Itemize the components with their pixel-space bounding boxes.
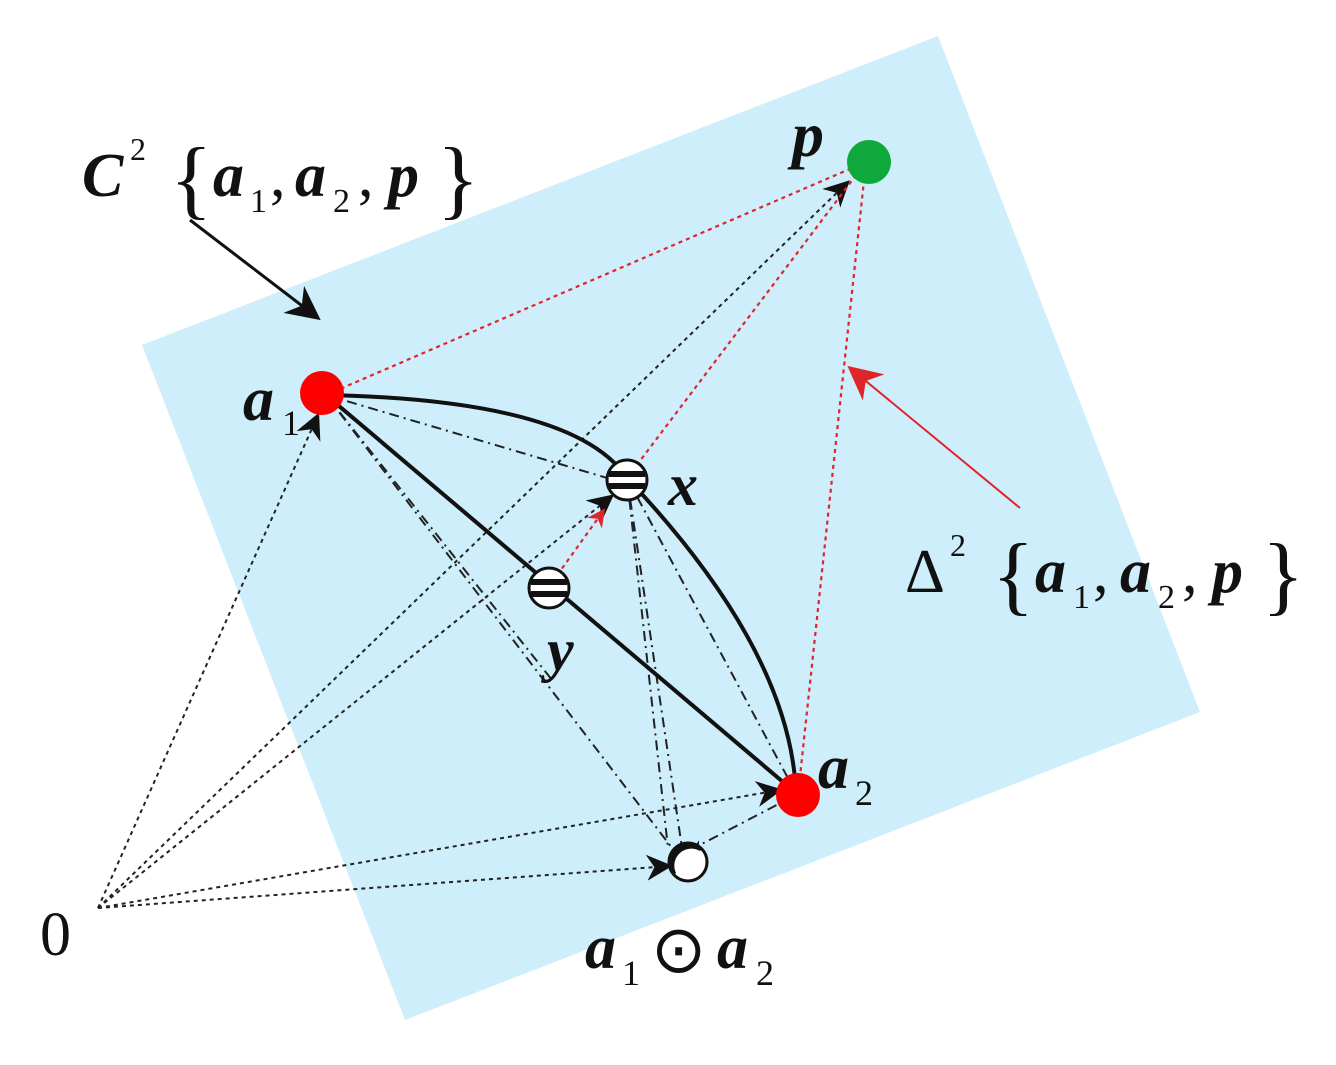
point-p: [847, 140, 891, 184]
label-a1: a 1: [243, 366, 300, 443]
svg-text:2: 2: [130, 131, 146, 167]
label-a1-odot-a2: a 1 ⊙ a 2: [585, 914, 774, 993]
svg-text:2: 2: [855, 773, 873, 813]
svg-text:⊙: ⊙: [651, 914, 706, 987]
origin-vectors: [97, 180, 850, 909]
line-x-to-odot-2: [626, 477, 683, 849]
line-a1-to-y-mid: [325, 394, 553, 681]
vector-0-to-a2: [97, 781, 783, 909]
pointer-arrow-C2: [189, 218, 321, 321]
label-C2-set: C 2 { a 1 , a 2 , p }: [82, 131, 479, 228]
svg-text:a: a: [243, 366, 274, 434]
svg-text:a: a: [295, 142, 326, 210]
svg-text:a: a: [717, 914, 748, 982]
pointer-arrow-Delta2: [847, 365, 1021, 509]
svg-text:2: 2: [950, 527, 966, 563]
svg-text:1: 1: [1073, 579, 1090, 616]
point-y: [527, 566, 571, 610]
svg-text:a: a: [1035, 538, 1066, 606]
svg-text:p: p: [383, 142, 419, 210]
edge-a2-p: [796, 161, 868, 796]
svg-text:}: }: [437, 131, 479, 228]
svg-text:,: ,: [1093, 538, 1109, 606]
svg-text:1: 1: [282, 403, 300, 443]
point-a1: [300, 371, 344, 415]
label-origin: 0: [40, 901, 71, 969]
svg-text:1: 1: [622, 953, 640, 993]
point-a2: [776, 773, 820, 817]
line-x-to-odot-1: [626, 477, 669, 849]
svg-text:a: a: [818, 734, 849, 802]
svg-text:,: ,: [1182, 538, 1198, 606]
svg-text:a: a: [213, 142, 244, 210]
vector-0-to-p: [97, 180, 850, 909]
svg-text:2: 2: [1158, 579, 1175, 616]
svg-text:p: p: [1207, 538, 1243, 606]
svg-text:{: {: [170, 131, 212, 228]
svg-text:,: ,: [358, 142, 374, 210]
point-a1-odot-a2: [667, 841, 709, 883]
svg-text:}: }: [1262, 527, 1304, 624]
svg-text:C: C: [82, 142, 124, 210]
label-a2: a 2: [818, 734, 873, 813]
line-x-to-a2: [626, 477, 791, 783]
edge-a1-p: [325, 160, 867, 397]
vector-0-to-x: [97, 494, 615, 909]
vector-0-to-a1: [97, 412, 321, 909]
line-a1-to-x: [325, 394, 615, 481]
line-a1-to-odot: [325, 394, 673, 849]
label-x: x: [667, 452, 698, 518]
edge-x-p: [626, 161, 867, 479]
construction-lines: [325, 394, 797, 849]
svg-text:Δ: Δ: [905, 538, 945, 606]
svg-text:a: a: [585, 914, 616, 982]
svg-text:a: a: [1120, 538, 1151, 606]
svg-text:{: {: [992, 527, 1034, 624]
line-a2-to-odot: [693, 794, 797, 849]
svg-text:2: 2: [333, 183, 350, 220]
svg-text:2: 2: [756, 953, 774, 993]
svg-text:,: ,: [270, 142, 286, 210]
label-Delta2-set: Δ 2 { a 1 , a 2 , p }: [905, 527, 1304, 624]
point-x: [605, 458, 649, 502]
svg-text:1: 1: [250, 183, 267, 220]
label-y: y: [541, 617, 574, 683]
label-p: p: [787, 99, 824, 170]
